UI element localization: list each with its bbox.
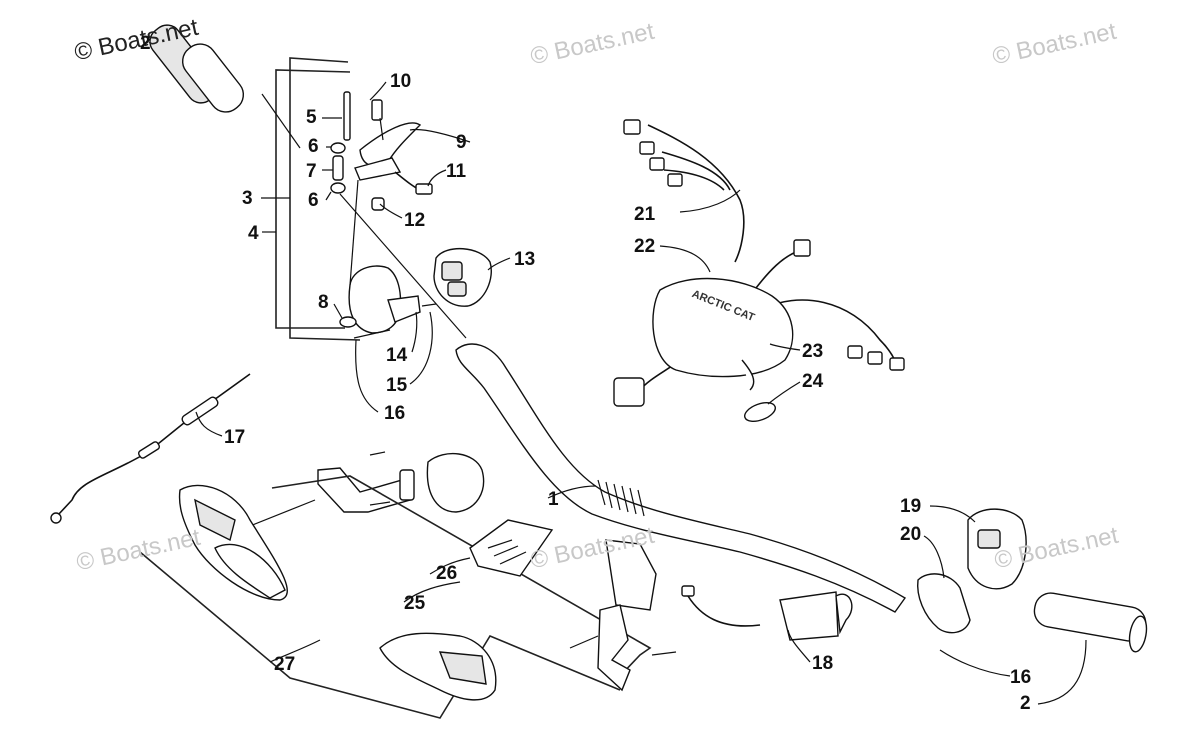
throttle-lever [354, 99, 422, 181]
handlebar [455, 343, 907, 613]
lever-wire-connector [371, 171, 433, 211]
callout-16-left: 16 [384, 403, 406, 424]
left-handguard-mount [317, 451, 485, 513]
callout-13: 13 [514, 249, 536, 270]
callout-3: 3 [242, 188, 253, 209]
callout-20: 20 [900, 524, 922, 545]
callout-5: 5 [306, 107, 317, 128]
right-grip [1033, 592, 1148, 653]
callout-1: 1 [548, 489, 559, 510]
callout-7: 7 [306, 161, 317, 182]
right-switch-housing [917, 508, 1027, 634]
throttle-pins [330, 91, 351, 194]
left-throttle-housing [339, 265, 437, 339]
callout-6-upper: 6 [308, 136, 319, 157]
callout-24: 24 [802, 371, 824, 392]
callout-26: 26 [436, 563, 458, 584]
grip-heater [681, 585, 853, 641]
callout-2-right: 2 [1020, 693, 1031, 714]
left-switch-housing [433, 247, 492, 307]
callout-10: 10 [390, 71, 412, 92]
callout-4: 4 [248, 223, 259, 244]
callout-6-lower: 6 [308, 190, 319, 211]
right-handguard [379, 632, 497, 701]
callout-14: 14 [386, 345, 408, 366]
callout-18: 18 [812, 653, 834, 674]
leader-lines [195, 81, 1087, 705]
callout-12: 12 [404, 210, 426, 231]
callout-9: 9 [456, 132, 467, 153]
wiring-harness [613, 119, 905, 422]
callout-2-left: 2 [140, 33, 151, 54]
callout-11: 11 [446, 161, 467, 182]
callout-22: 22 [634, 236, 656, 257]
callout-25: 25 [404, 593, 426, 614]
callout-8: 8 [318, 292, 329, 313]
left-handguard [178, 484, 288, 601]
callout-16-right: 16 [1010, 667, 1032, 688]
callout-27: 27 [274, 654, 296, 675]
callout-19: 19 [900, 496, 922, 517]
right-handguard-mount [569, 539, 677, 692]
left-grip [149, 24, 245, 113]
callout-15: 15 [386, 375, 408, 396]
callout-21: 21 [634, 204, 656, 225]
hardware-kit [469, 519, 554, 577]
throttle-cable [50, 373, 251, 524]
callout-17: 17 [224, 427, 246, 448]
callout-23: 23 [802, 341, 824, 362]
